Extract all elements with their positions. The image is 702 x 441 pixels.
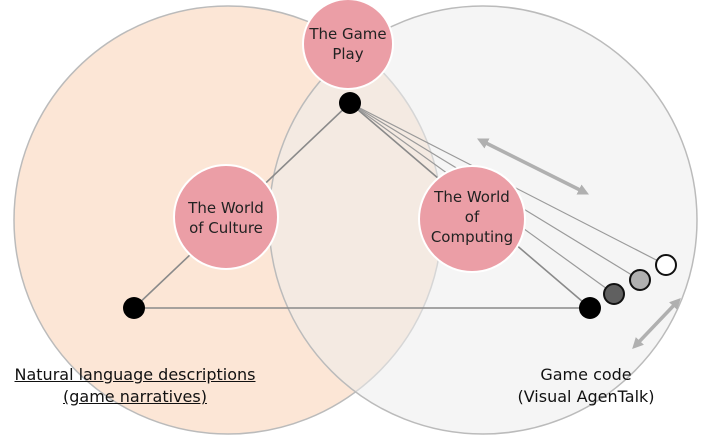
culture-label-line2: of Culture	[189, 219, 263, 237]
computing-label-line1: The World	[434, 188, 510, 206]
culture-label: The World of Culture	[170, 198, 282, 238]
narrative-caption-line2: (game narratives)	[63, 387, 207, 406]
code-caption-line2: (Visual AgenTalk)	[517, 387, 655, 406]
vertex-top-dot	[339, 92, 361, 114]
gradient-dot-mid	[629, 269, 651, 291]
computing-label-line3: Computing	[430, 228, 514, 246]
computing-label-line2: of	[464, 208, 480, 226]
code-caption: Game code (Visual AgenTalk)	[496, 364, 676, 408]
game-play-label: The Game Play	[298, 24, 398, 64]
code-caption-line1: Game code	[540, 365, 632, 384]
vertex-right-dot	[579, 297, 601, 319]
culture-label-line1: The World	[188, 199, 264, 217]
double-arrow-upper	[476, 138, 590, 195]
double-arrow-lower	[632, 297, 681, 350]
computing-label: The World of Computing	[416, 187, 528, 247]
gradient-dot-light	[655, 254, 677, 276]
computing-circle	[418, 165, 526, 273]
culture-circle	[173, 164, 279, 270]
narrative-caption-line1: Natural language descriptions	[14, 365, 256, 384]
narrative-caption: Natural language descriptions (game narr…	[0, 364, 270, 408]
game-play-label-line1: The Game	[309, 25, 387, 43]
vertex-left-dot	[123, 297, 145, 319]
game-play-circle	[302, 0, 394, 90]
gradient-dot-dark	[603, 283, 625, 305]
game-play-label-line2: Play	[332, 45, 364, 63]
